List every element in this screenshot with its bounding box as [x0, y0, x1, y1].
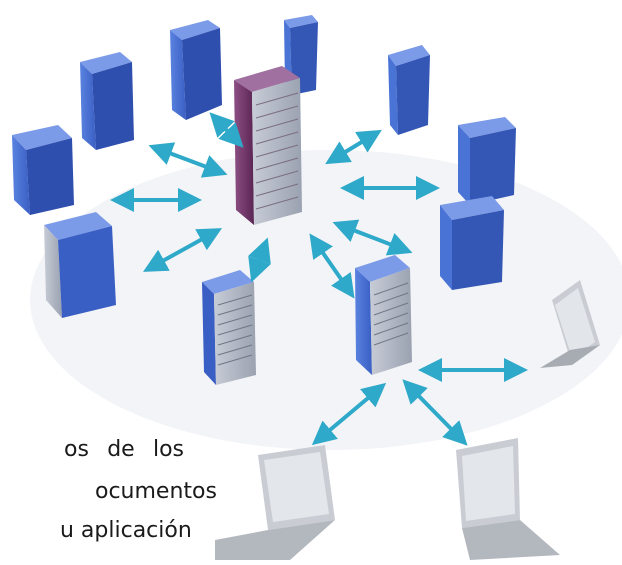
laptop-icon	[456, 438, 560, 560]
double-arrow-icon	[309, 233, 355, 299]
server-icon	[170, 20, 222, 120]
server-icon	[440, 196, 504, 290]
caption-word: os	[64, 437, 89, 462]
laptop-icon	[215, 445, 335, 560]
double-arrow-icon	[248, 237, 271, 283]
caption-word: de	[107, 437, 135, 462]
double-arrow-icon	[325, 129, 382, 165]
caption-line-3: u aplicación	[60, 518, 192, 543]
double-arrow-icon	[148, 142, 228, 178]
double-arrow-icon	[332, 219, 413, 256]
server-icon	[388, 45, 430, 135]
caption-word: los	[152, 437, 184, 462]
server-icon	[44, 212, 116, 318]
server-icon	[12, 125, 74, 215]
server-icon	[80, 52, 134, 150]
double-arrow-icon	[402, 379, 468, 446]
floor-shadow	[30, 150, 622, 450]
double-arrow-icon	[311, 382, 387, 446]
server-icon	[458, 117, 516, 205]
double-arrow-icon	[209, 112, 244, 148]
server-icon	[202, 270, 256, 385]
caption-line-2: ocumentos	[95, 479, 217, 504]
caption-line-1: os de los	[64, 439, 184, 461]
server-icon	[355, 255, 412, 375]
laptop-icon	[540, 280, 600, 368]
central-server-icon	[234, 66, 302, 225]
double-arrow-icon	[143, 228, 222, 272]
